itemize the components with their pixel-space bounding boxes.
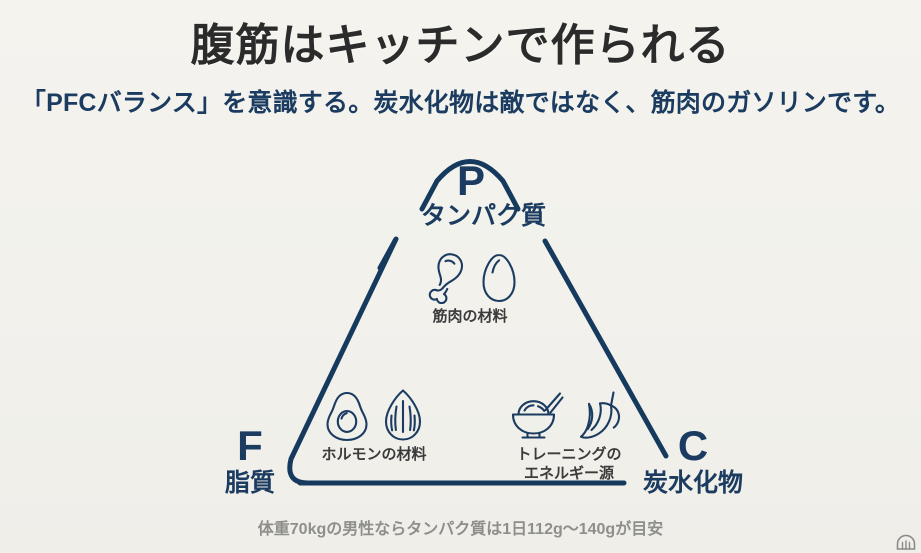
fat-icons [300, 388, 448, 442]
chicken-drumstick-icon [428, 253, 464, 304]
fat-icon-group: ホルモンの材料 [300, 388, 448, 465]
corner-fat-letter: F [237, 422, 263, 469]
corner-fat[interactable]: F 脂質 [198, 425, 302, 496]
page-title: 腹筋はキッチンで作られる [190, 21, 731, 70]
avocado-icon [326, 391, 368, 442]
carbohydrate-caption-line1: トレーニングの [516, 446, 622, 463]
carbohydrate-caption: トレーニングの エネルギー源 [494, 446, 644, 484]
banana-icon [579, 391, 621, 439]
fat-caption: ホルモンの材料 [321, 446, 427, 463]
corner-carbohydrate-letter: C [677, 422, 709, 469]
almond-icon [384, 389, 422, 441]
corner-carbohydrate-label: 炭水化物 [642, 469, 743, 497]
corner-carbohydrate[interactable]: C 炭水化物 [628, 425, 758, 496]
triangle-left-upper [377, 236, 399, 271]
corner-protein-label: タンパク質 [421, 202, 547, 230]
corner-fat-label: 脂質 [224, 469, 275, 497]
carbohydrate-icons [494, 388, 644, 442]
page-subtitle: 「PFCバランス」を意識する。炭水化物は敵ではなく、筋肉のガソリンです。 [20, 89, 901, 117]
carbohydrate-icon-group: トレーニングの エネルギー源 [494, 388, 644, 484]
corner-protein-letter: P [456, 157, 485, 204]
carbohydrate-caption-line2: エネルギー源 [523, 464, 614, 482]
corner-protein[interactable]: P タンパク質 [421, 157, 547, 230]
protein-icons [396, 248, 544, 304]
protein-icon-group: 筋肉の材料 [396, 248, 544, 327]
egg-icon [482, 253, 516, 303]
corner-watermark-logo [896, 534, 916, 550]
rice-bowl-icon [511, 392, 564, 439]
footnote-text: 体重70kgの男性ならタンパク質は1日112g〜140gが目安 [257, 521, 664, 538]
protein-caption: 筋肉の材料 [432, 308, 508, 325]
